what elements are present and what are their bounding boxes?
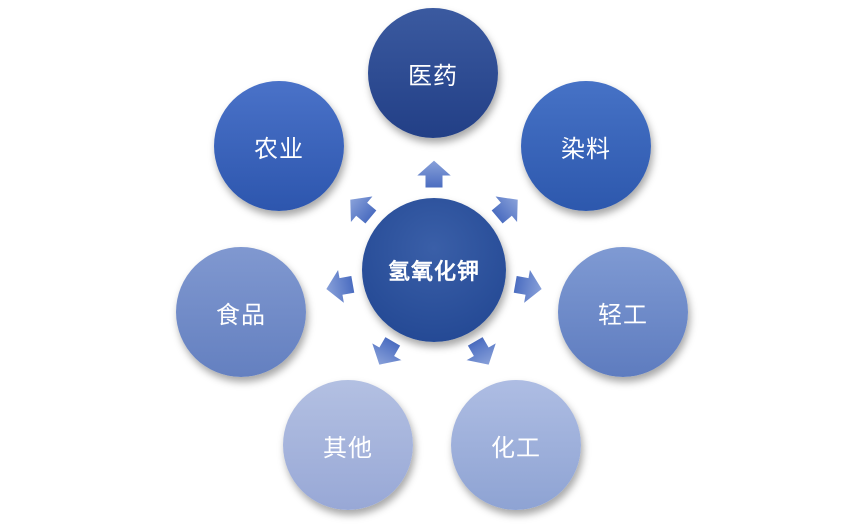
node-agriculture: 农业: [214, 81, 344, 211]
node-dye-label: 染料: [561, 134, 611, 163]
node-dye: 染料: [521, 81, 651, 211]
arrow-to-light-industry: [512, 267, 543, 306]
arrow-to-agriculture: [349, 195, 378, 225]
node-light-industry: 轻工: [558, 247, 688, 377]
arrow-shape-dye: [490, 195, 519, 225]
arrow-shape-agriculture: [349, 195, 378, 225]
node-pharma: 医药: [368, 8, 498, 138]
node-other-label: 其他: [323, 433, 373, 462]
node-chemical: 化工: [451, 380, 581, 510]
center-node-label: 氢氧化钾: [387, 260, 480, 285]
node-pharma-label: 医药: [408, 61, 458, 90]
arrow-to-food: [325, 267, 356, 306]
node-food: 食品: [176, 247, 306, 377]
arrow-to-other: [370, 335, 404, 366]
node-other: 其他: [283, 380, 413, 510]
arrow-shape-other: [370, 335, 404, 366]
arrow-to-chemical: [464, 335, 498, 366]
arrow-shape-pharma: [414, 159, 454, 189]
arrow-shape-food: [325, 267, 356, 306]
node-agriculture-label: 农业: [254, 134, 304, 163]
arrow-shape-chemical: [464, 335, 498, 366]
arrow-to-pharma: [414, 159, 454, 189]
node-chemical-label: 化工: [491, 433, 541, 462]
node-food-label: 食品: [216, 300, 266, 329]
arrow-to-dye: [490, 195, 519, 225]
arrow-shape-light-industry: [512, 267, 543, 306]
node-light-industry-label: 轻工: [598, 300, 648, 329]
center-node: 氢氧化钾: [362, 198, 506, 342]
